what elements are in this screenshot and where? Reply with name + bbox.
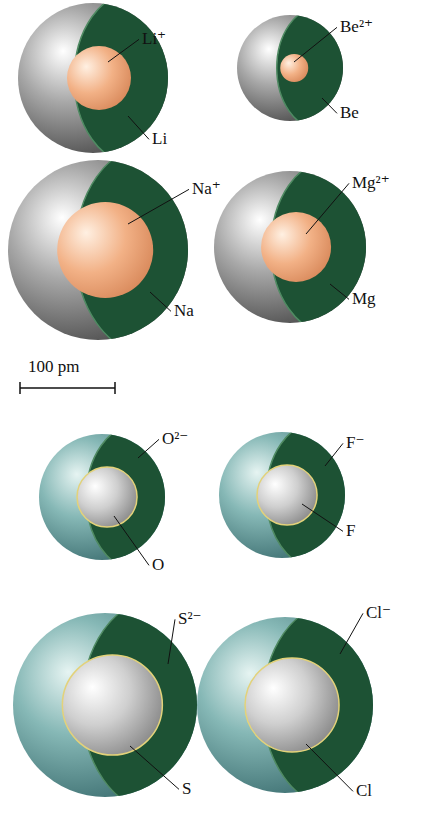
ion-label: O <box>152 556 164 575</box>
leader-line <box>306 744 353 791</box>
inner-sphere <box>62 655 162 755</box>
cation-sphere <box>8 147 220 354</box>
inner-sphere <box>57 202 153 298</box>
inner-sphere <box>257 465 317 525</box>
ion-label: Na <box>174 302 194 321</box>
ion-label: S²⁻ <box>178 610 202 629</box>
inner-sphere <box>245 658 339 752</box>
leader-line <box>322 98 337 113</box>
cation-sphere <box>18 0 194 164</box>
anion-sphere <box>219 423 367 568</box>
ion-label: Be²⁺ <box>340 18 373 37</box>
ion-label: Mg²⁺ <box>352 174 390 193</box>
scale-bar <box>20 382 115 394</box>
scale-label: 100 pm <box>28 358 79 377</box>
ion-label: Li <box>152 130 167 149</box>
ion-label: O²⁻ <box>162 430 188 449</box>
inner-sphere <box>280 54 308 82</box>
ion-label: Mg <box>352 290 376 309</box>
anion-sphere <box>197 604 404 806</box>
spheres <box>8 0 404 811</box>
leader-line <box>294 27 337 62</box>
anion-sphere <box>13 599 229 811</box>
ion-label: F⁻ <box>346 434 364 453</box>
leader-line <box>128 116 149 139</box>
ion-label: Be <box>340 104 359 123</box>
leader-line <box>306 183 349 234</box>
inner-sphere <box>67 46 131 110</box>
ion-label: Li⁺ <box>142 30 166 49</box>
leader-line <box>302 504 343 531</box>
ion-label: Cl <box>356 782 372 801</box>
leader-line <box>330 284 349 299</box>
inner-sphere <box>77 467 137 527</box>
leader-line <box>325 443 343 466</box>
leader-lines <box>108 27 363 791</box>
leader-line <box>114 516 149 565</box>
leader-line <box>150 292 171 311</box>
leader-line <box>168 619 175 664</box>
leader-line <box>108 39 139 62</box>
cation-sphere <box>214 160 393 335</box>
leader-line <box>340 613 363 654</box>
ion-label: Na⁺ <box>192 180 221 199</box>
ion-label: Cl⁻ <box>366 604 391 623</box>
ion-label: S <box>182 780 191 799</box>
leader-line <box>128 189 189 224</box>
leader-line <box>130 746 179 789</box>
inner-sphere <box>261 212 331 282</box>
leader-line <box>138 439 159 458</box>
ion-label: F <box>346 522 355 541</box>
